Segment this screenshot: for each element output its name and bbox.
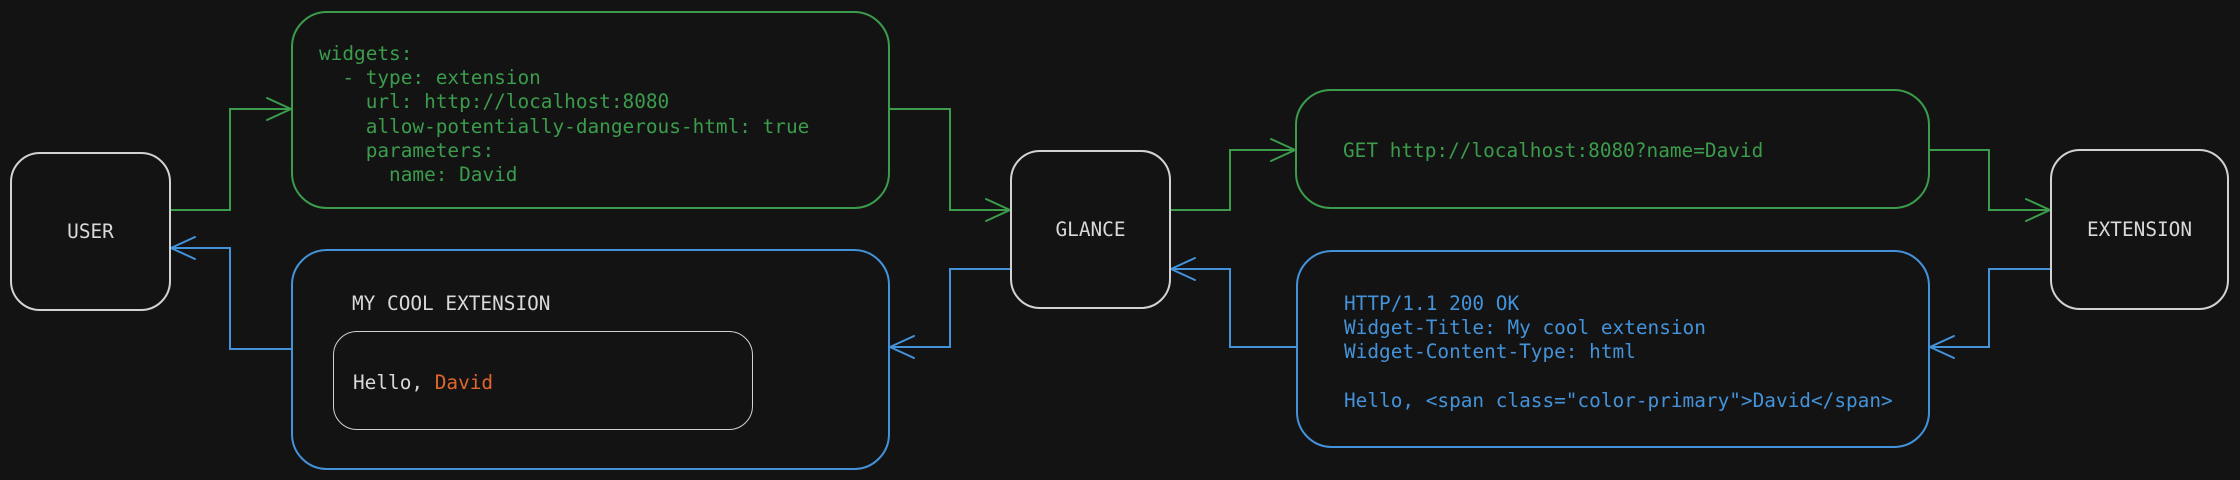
http-response-box: HTTP/1.1 200 OK Widget-Title: My cool ex… [1296,250,1930,448]
greeting-text: Hello, David [353,371,493,395]
arrow-response-to-glance [1168,257,1297,348]
arrow-request-to-extension [1929,149,2053,222]
arrow-widget-to-user [168,236,292,350]
greeting-prefix: Hello, [353,371,435,394]
config-yaml-box: widgets: - type: extension url: http://l… [291,11,890,209]
greeting-name: David [434,371,494,394]
arrow-glance-to-widget [887,268,1011,359]
extension-node: EXTENSION [2050,149,2229,310]
user-node: USER [10,152,171,311]
arrow-config-to-glance [889,108,1013,222]
arrow-user-to-config [170,97,294,211]
http-request-code: GET http://localhost:8080?name=David [1343,139,1764,162]
http-response-code: HTTP/1.1 200 OK Widget-Title: My cool ex… [1344,292,1893,412]
glance-node-label: GLANCE [1055,218,1126,241]
widget-content-frame: Hello, David [333,331,753,430]
widget-preview-box: MY COOL EXTENSION Hello, David [291,249,890,470]
extension-node-label: EXTENSION [2086,218,2193,241]
config-yaml-code: widgets: - type: extension url: http://l… [319,42,810,187]
arrow-glance-to-request [1170,138,1298,211]
widget-title: MY COOL EXTENSION [352,292,551,315]
http-request-box: GET http://localhost:8080?name=David [1295,89,1930,209]
glance-node: GLANCE [1010,150,1171,309]
user-node-label: USER [67,220,114,243]
arrow-extension-to-response [1927,268,2051,359]
